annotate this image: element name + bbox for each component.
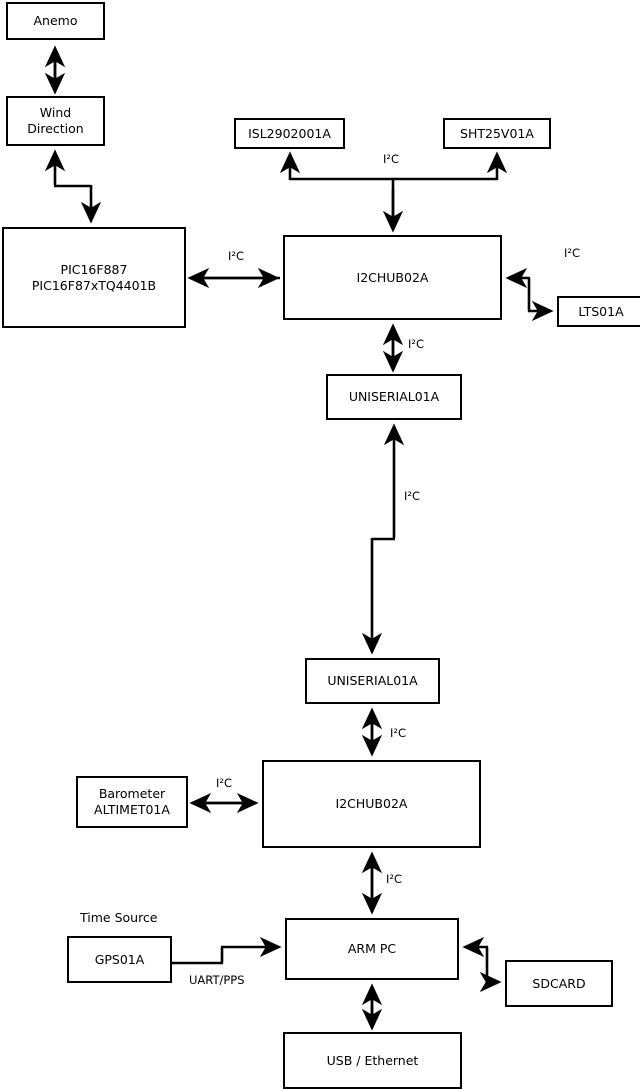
node-sdcard[interactable]: SDCARD — [505, 960, 613, 1007]
node-sht25v01a[interactable]: SHT25V01A — [443, 118, 551, 149]
node-barometer-altimet01a[interactable]: Barometer ALTIMET01A — [76, 776, 188, 828]
node-arm-pc[interactable]: ARM PC — [285, 918, 459, 980]
node-wind-direction[interactable]: Wind Direction — [6, 96, 105, 146]
edge-label-hub-uniserial: I²C — [408, 337, 425, 351]
edge-label-uniserial-link: I²C — [404, 489, 421, 503]
node-lts01a[interactable]: LTS01A — [557, 296, 640, 327]
node-uniserial01a-upper[interactable]: UNISERIAL01A — [326, 374, 462, 420]
node-gps01a[interactable]: GPS01A — [67, 936, 172, 983]
node-i2chub02a-bottom[interactable]: I2CHUB02A — [262, 760, 481, 848]
node-isl2902001a[interactable]: ISL2902001A — [234, 118, 345, 149]
node-pic-mcu[interactable]: PIC16F887 PIC16F87xTQ4401B — [2, 227, 186, 328]
node-i2chub02a-top[interactable]: I2CHUB02A — [283, 235, 502, 320]
edge-label-pic-hub: I²C — [228, 249, 245, 263]
node-uniserial01a-lower[interactable]: UNISERIAL01A — [305, 658, 440, 704]
label-time-source: Time Source — [80, 910, 158, 925]
edge-label-hub2-arm: I²C — [386, 872, 403, 886]
edge-label-hub-lts: I²C — [564, 246, 581, 260]
edge-label-baro-hub2: I²C — [216, 776, 233, 790]
edge-label-gps-arm: UART/PPS — [189, 973, 245, 987]
edge-label-sensors-hub: I²C — [383, 152, 400, 166]
edge-label-uniserial2-hub2: I²C — [390, 726, 407, 740]
node-usb-ethernet[interactable]: USB / Ethernet — [283, 1032, 462, 1089]
node-anemo[interactable]: Anemo — [6, 2, 105, 40]
